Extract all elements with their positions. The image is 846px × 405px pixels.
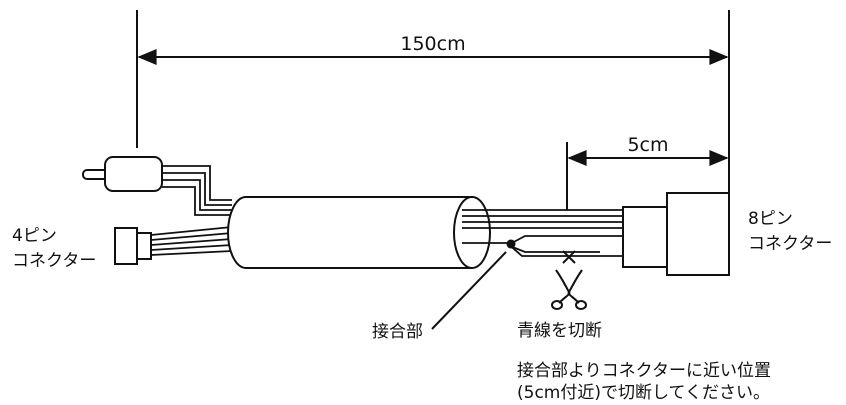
cable-tube: [227, 196, 491, 269]
connector-4pin-label-line1: 4ピン: [12, 226, 57, 246]
connector-8pin-collar: [622, 206, 668, 268]
note-line1: 接合部よりコネクターに近い位置: [517, 361, 771, 381]
connector-4pin-wires: [150, 226, 233, 256]
blue-wire: [509, 235, 623, 253]
dimension-label-150cm: 150cm: [400, 33, 465, 55]
note-line2: (5cm付近)で切断してください。: [517, 383, 770, 403]
connector-4pin-label-line2: コネクター: [12, 251, 96, 271]
cut-blue-wire-label: 青線を切断: [517, 321, 602, 341]
x-cut-mark-icon: [562, 250, 576, 264]
scissors-icon: [551, 269, 587, 310]
connector-4pin: [114, 227, 152, 265]
connector-4pin-body: [114, 227, 138, 265]
cable-wires-right: [462, 209, 623, 257]
dimension-150cm: [136, 10, 730, 200]
connector-4pin-collar: [136, 232, 152, 260]
dimension-label-5cm: 5cm: [627, 134, 668, 156]
connector-8pin-label-line2: コネクター: [748, 234, 832, 254]
cable-tube-body: [227, 196, 472, 269]
connector-8pin: [622, 192, 730, 276]
plug-connector: [82, 156, 163, 192]
cable-tube-end: [453, 196, 491, 269]
plug-wires: [162, 165, 232, 216]
junction-label: 接合部: [372, 322, 423, 342]
junction-leader-line: [431, 251, 507, 330]
dimension-5cm: [566, 142, 729, 210]
connector-8pin-label-line1: 8ピン: [748, 209, 793, 229]
connector-8pin-body: [666, 192, 730, 276]
plug-body: [104, 156, 163, 192]
junction-point: [506, 239, 516, 249]
